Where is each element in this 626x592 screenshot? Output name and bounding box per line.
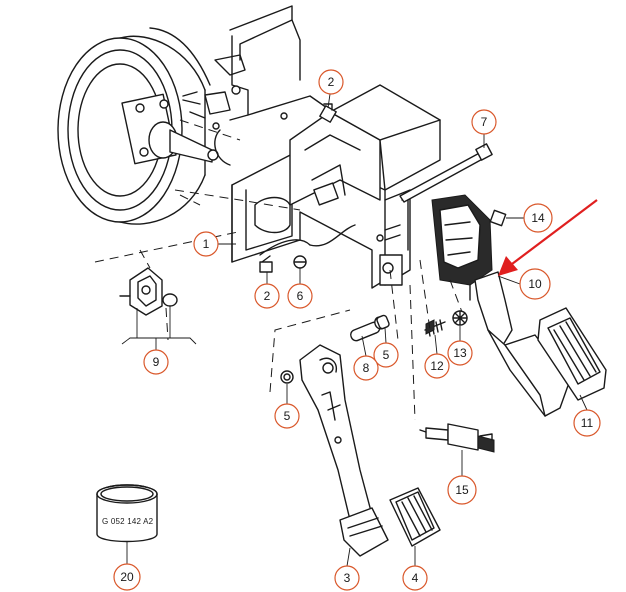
svg-text:1: 1 <box>203 237 210 251</box>
svg-text:20: 20 <box>120 570 134 584</box>
svg-text:5: 5 <box>284 409 291 423</box>
callout-9: 9 <box>143 349 169 375</box>
svg-text:2: 2 <box>328 75 335 89</box>
svg-text:4: 4 <box>412 571 419 585</box>
svg-text:13: 13 <box>453 346 467 360</box>
leader-lines <box>121 93 588 567</box>
pedal-pad-4 <box>389 487 441 547</box>
callout-2-top: 2 <box>318 69 344 95</box>
brake-light-switch <box>419 423 495 453</box>
bushing-5-left <box>280 370 294 384</box>
callout-4: 4 <box>402 565 428 591</box>
pedal-pad-11 <box>537 307 607 401</box>
callout-7: 7 <box>471 109 497 135</box>
svg-text:3: 3 <box>344 571 351 585</box>
bolt-7 <box>399 143 493 203</box>
mounting-bracket-plate <box>204 5 331 166</box>
svg-text:6: 6 <box>297 289 304 303</box>
svg-text:9: 9 <box>153 355 160 369</box>
svg-text:7: 7 <box>481 115 488 129</box>
svg-text:12: 12 <box>430 359 444 373</box>
svg-text:2: 2 <box>264 289 271 303</box>
nut-2-top <box>319 103 337 123</box>
svg-text:10: 10 <box>528 277 542 291</box>
accelerator-pedal-module <box>431 194 571 417</box>
svg-text:14: 14 <box>531 211 545 225</box>
callout-10: 10 <box>519 268 551 300</box>
nut-2-bottom <box>259 255 273 273</box>
highlight-arrow <box>498 199 598 276</box>
nut-14 <box>489 209 507 227</box>
callout-13: 13 <box>447 340 473 366</box>
bushing-20: G 052 142 A2 <box>96 484 158 543</box>
brake-booster <box>57 27 219 225</box>
callout-14: 14 <box>523 203 553 233</box>
callout-12: 12 <box>424 353 450 379</box>
nut-6 <box>293 255 307 269</box>
svg-text:5: 5 <box>383 348 390 362</box>
svg-text:8: 8 <box>363 361 370 375</box>
bushing-stamp: G 052 142 A2 <box>102 517 154 526</box>
callout-5-right: 5 <box>373 342 399 368</box>
callout-3: 3 <box>334 565 360 591</box>
callout-20: 20 <box>113 563 141 591</box>
callout-8: 8 <box>353 355 379 381</box>
callout-15: 15 <box>447 475 477 505</box>
callout-2-bottom: 2 <box>254 283 280 309</box>
callout-11: 11 <box>573 409 601 437</box>
pedal-bracket <box>231 84 441 289</box>
clip-13 <box>452 310 468 326</box>
callout-1: 1 <box>193 231 219 257</box>
bushing-5-top <box>376 314 390 330</box>
callout-5-left: 5 <box>274 403 300 429</box>
bracket-part-9 <box>119 267 178 316</box>
svg-text:11: 11 <box>581 416 594 430</box>
spring-12 <box>424 319 446 337</box>
pedal-arm-3 <box>299 344 389 557</box>
svg-text:15: 15 <box>455 483 469 497</box>
callout-6: 6 <box>287 283 313 309</box>
